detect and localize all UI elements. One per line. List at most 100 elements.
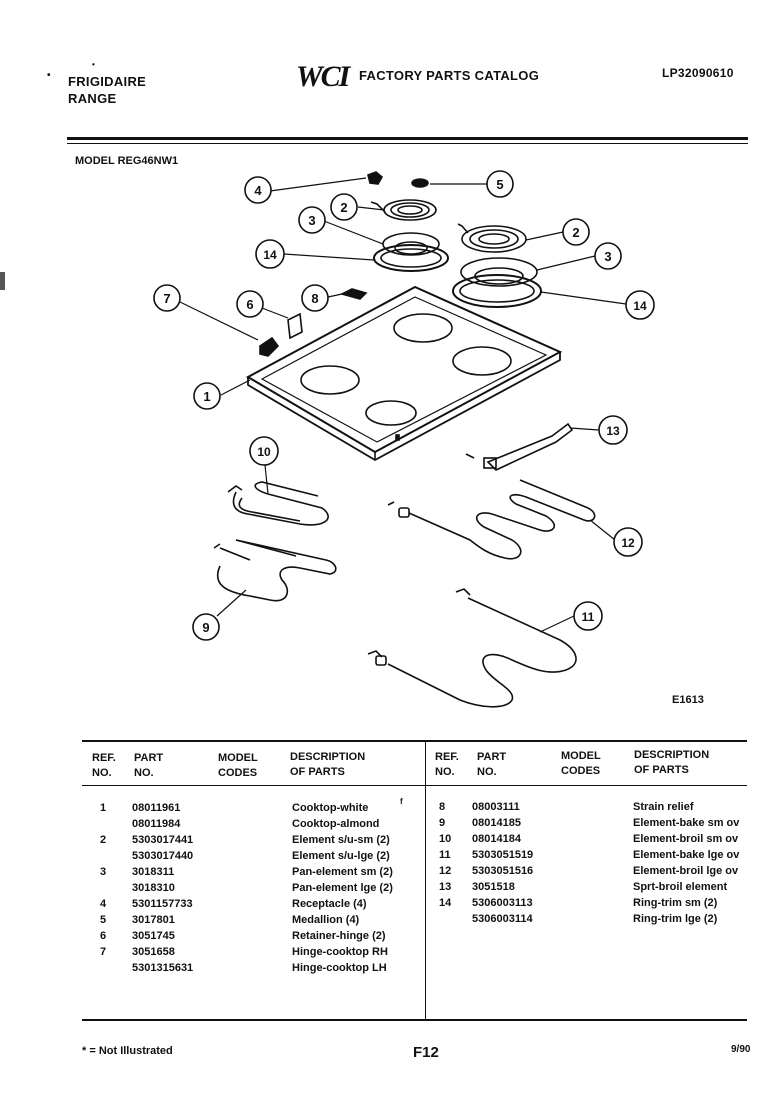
desc-cell: Receptacle (4): [292, 898, 367, 910]
part-cell: 5306003113: [472, 897, 533, 909]
left-pan-ring-assembly: [370, 199, 449, 272]
ref-cell: 10: [439, 833, 452, 845]
callout-14-left: 14: [255, 239, 285, 269]
bake-element-large: [367, 588, 577, 708]
table-row: 2 5303017441 Element s/u-sm (2): [82, 832, 422, 848]
desc-cell: Cooktop-almond: [292, 818, 380, 830]
scan-edge-mark: [0, 272, 5, 290]
header-rule: [67, 137, 748, 140]
desc-cell: Hinge-cooktop RH: [292, 946, 388, 958]
part-cell: 5306003114: [472, 913, 533, 925]
desc-cell: Element s/u-lge (2): [292, 850, 390, 862]
part-cell: 3018311: [132, 866, 175, 878]
desc-cell: Element-broil lge ov: [633, 865, 739, 877]
desc-cell: Pan-element lge (2): [292, 882, 393, 894]
table-row: 5306003114 Ring-trim lge (2): [425, 911, 747, 927]
header-model-codes-right: MODEL CODES: [561, 750, 601, 777]
svg-text:2: 2: [340, 200, 347, 215]
table-row: 3 3018311 Pan-element sm (2): [82, 864, 422, 880]
part-cell: 5301157733: [132, 898, 193, 910]
broil-element-small: [227, 481, 329, 526]
svg-text:14: 14: [263, 248, 277, 262]
model-label: MODEL REG46NW1: [75, 155, 179, 167]
catalog-title: FACTORY PARTS CATALOG: [359, 68, 540, 83]
part-cell: 3051745: [132, 930, 175, 942]
table-row: 1 08011961 Cooktop-white f: [82, 797, 422, 816]
ref-cell: 11: [439, 849, 451, 861]
desc-cell: Ring-trim lge (2): [633, 913, 718, 925]
part-cell: 3018310: [132, 882, 175, 894]
part-cell: 08011984: [132, 818, 181, 830]
ref-cell: 3: [100, 866, 107, 878]
ref-cell: 7: [100, 946, 107, 958]
callout-3-right: 3: [594, 242, 622, 270]
table-row: 8 08003111 Strain relief: [425, 799, 747, 815]
desc-cell: Ring-trim sm (2): [633, 897, 718, 909]
ref-cell: 4: [100, 898, 107, 910]
header-ref-no-left: REF. NO.: [92, 752, 116, 779]
table-row: 9 08014185 Element-bake sm ov: [425, 815, 747, 831]
table-row: 10 08014184 Element-broil sm ov: [425, 831, 747, 847]
callout-3-left: 3: [298, 206, 326, 234]
svg-text:2: 2: [572, 225, 579, 240]
svg-text:8: 8: [311, 291, 318, 306]
small-hardware-parts: [259, 171, 429, 357]
callout-2-left: 2: [330, 193, 358, 221]
part-cell: 5303051516: [472, 865, 534, 877]
callout-9: 9: [192, 613, 220, 641]
table-row: 5303017440 Element s/u-lge (2): [82, 848, 422, 864]
ref-cell: 12: [439, 865, 452, 877]
part-cell: 3017801: [132, 914, 175, 926]
table-row: 5 3017801 Medallion (4): [82, 912, 422, 928]
svg-text:11: 11: [582, 610, 595, 624]
bullet-mark: •: [47, 70, 51, 81]
document-number: LP32090610: [662, 66, 734, 80]
callout-8: 8: [301, 284, 329, 312]
callout-10: 10: [249, 436, 279, 466]
parts-list-left: 1 08011961 Cooktop-white f 08011984 Cook…: [82, 797, 422, 976]
svg-text:10: 10: [257, 445, 271, 459]
part-cell: 5303051519: [472, 849, 534, 861]
bullet-mark-small: •: [92, 60, 95, 69]
table-column-divider: [425, 740, 426, 1020]
desc-cell: Pan-element sm (2): [292, 866, 393, 878]
svg-text:3: 3: [308, 213, 315, 228]
table-row: 13 3051518 Sprt-broil element: [425, 879, 747, 895]
broil-element-large: [387, 479, 596, 560]
callout-11: 11: [573, 601, 603, 631]
ref-cell: 1: [100, 802, 107, 814]
table-row: 12 5303051516 Element-broil lge ov: [425, 863, 747, 879]
svg-text:3: 3: [604, 249, 611, 264]
header-part-no-right: PART NO.: [477, 751, 507, 778]
page-number: F12: [413, 1044, 439, 1061]
part-cell: 5303017441: [132, 834, 194, 846]
callout-12: 12: [613, 527, 643, 557]
parts-list-right: 8 08003111 Strain relief 9 08014185 Elem…: [425, 799, 747, 927]
ref-cell: 13: [439, 881, 452, 893]
svg-text:13: 13: [606, 424, 620, 438]
part-cell: 3051518: [472, 881, 515, 893]
desc-cell: Strain relief: [633, 801, 694, 813]
desc-cell: Element s/u-sm (2): [292, 834, 390, 846]
desc-cell: Medallion (4): [292, 914, 360, 926]
part-cell: 08003111: [472, 801, 520, 813]
callout-leaders: [179, 177, 627, 633]
right-pan-ring-assembly: [452, 223, 542, 308]
callout-6: 6: [236, 290, 264, 318]
callout-7: 7: [153, 284, 181, 312]
table-bottom-rule: [82, 1019, 747, 1021]
desc-cell: Sprt-broil element: [633, 881, 728, 893]
desc-cell: Retainer-hinge (2): [292, 930, 386, 942]
table-row: 6 3051745 Retainer-hinge (2): [82, 928, 422, 944]
part-cell: 08011961: [132, 802, 181, 814]
table-top-rule: [82, 740, 747, 742]
svg-text:1: 1: [203, 389, 210, 404]
ref-cell: 6: [100, 930, 107, 942]
callout-2-right: 2: [562, 218, 590, 246]
bake-element-small: [213, 539, 337, 602]
header-rule-thin: [67, 143, 748, 144]
cooktop-part: [245, 285, 563, 462]
callout-13: 13: [598, 415, 628, 445]
figure-code: E1613: [672, 694, 704, 706]
ref-cell: 5: [100, 914, 107, 926]
